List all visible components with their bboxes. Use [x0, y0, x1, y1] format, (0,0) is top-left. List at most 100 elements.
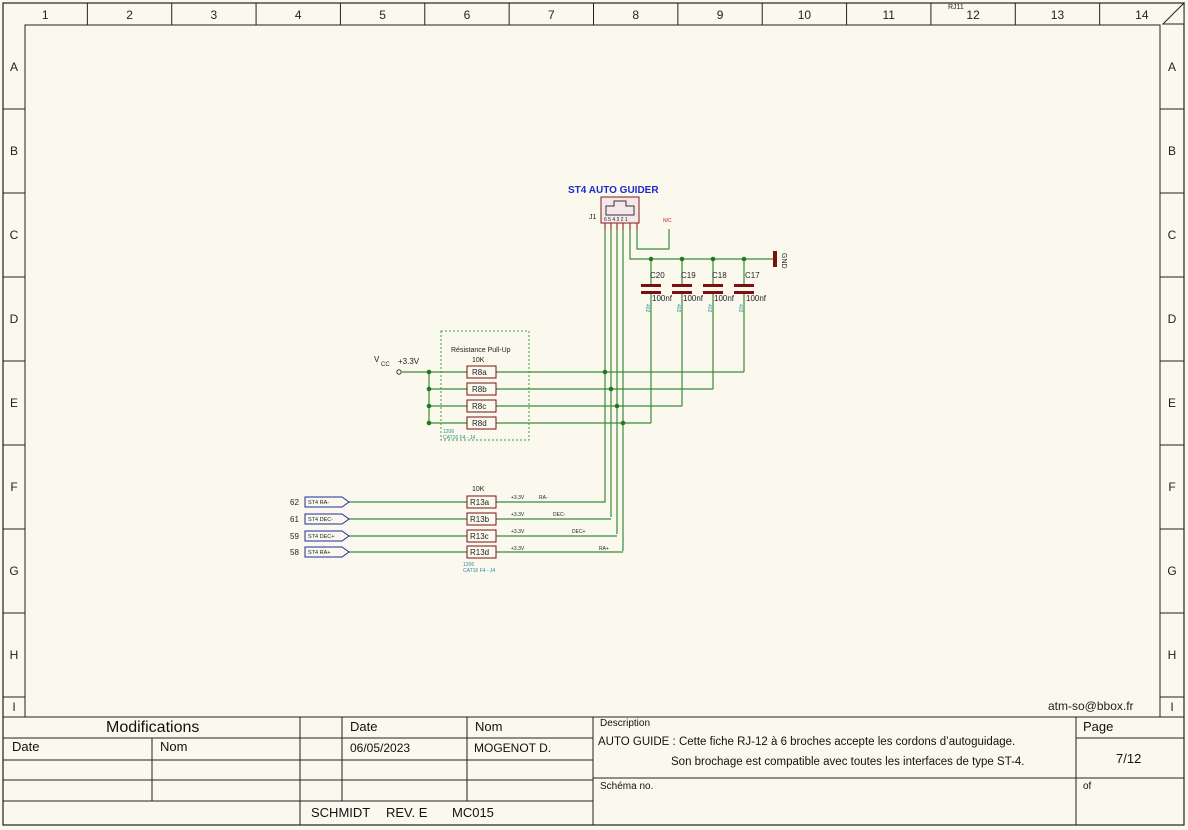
project-code: MC015 [452, 805, 494, 820]
schematic-title: ST4 AUTO GUIDER [568, 185, 659, 196]
resistor-ref: R13d [470, 548, 489, 557]
net-label: RA- [539, 495, 548, 501]
port-st4-dec-plus: 59 ST4 DEC+ [290, 530, 350, 542]
cap-ref: C19 [681, 271, 696, 280]
net-labels: +3.3V RA- +3.3V DEC- +3.3V DEC+ +3.3V RA… [511, 495, 609, 552]
port-number: 62 [290, 498, 299, 507]
row-label: E [1168, 396, 1176, 410]
cap-value: 100nf [746, 294, 767, 303]
rail-voltage-label: +3.3V [511, 495, 525, 501]
resistor-ref: R8d [472, 419, 487, 428]
capacitor-plate [703, 284, 723, 287]
vcc-terminal-icon [396, 369, 402, 375]
column-label: 11 [883, 8, 896, 22]
resistor-body [466, 382, 497, 396]
resistor-body [466, 512, 497, 526]
junction-dot [426, 420, 432, 426]
connector-ref: J1 [589, 214, 597, 221]
column-label: 3 [211, 8, 218, 22]
wires [349, 223, 776, 553]
capacitor-c20: C20 100nf 402 [641, 271, 673, 313]
row-label: H [10, 648, 19, 662]
column-label: 10 [798, 8, 812, 22]
junction-dot [426, 369, 432, 375]
port-flag [304, 496, 350, 508]
resistor-r13b: R13b [466, 512, 497, 526]
vcc-value: +3.3V [398, 357, 420, 366]
junction-dot [426, 403, 432, 409]
capacitor-plate [672, 291, 692, 294]
series-package-ref: CAT16 F4 - J4 [463, 568, 495, 574]
date-header: Date [350, 719, 378, 734]
nom-header: Nom [475, 719, 503, 734]
port-st4-ra-minus: 62 ST4 RA- [290, 496, 350, 508]
capacitor-c19: C19 100nf 402 [672, 271, 704, 313]
column-label: 7 [548, 8, 555, 22]
row-label: B [10, 144, 18, 158]
wire-ra-minus-out [496, 500, 606, 503]
corner-notch [1161, 1, 1185, 25]
cap-package: 402 [706, 304, 712, 313]
column-label: 8 [632, 8, 639, 22]
capacitor-plate [672, 284, 692, 287]
column-label: 9 [717, 8, 724, 22]
junction-dot [426, 386, 432, 392]
rj12-jack-icon [605, 200, 635, 216]
vcc-label: V [374, 355, 380, 364]
junctions [426, 256, 747, 426]
junction-dot [679, 256, 685, 262]
pullup-title: Résistance Pull-Up [451, 347, 511, 354]
port-number: 59 [290, 532, 299, 541]
rail-voltage-label: +3.3V [511, 529, 525, 535]
port-st4-ra-plus: 58 ST4 RA+ [290, 546, 350, 558]
description-header: Description [600, 718, 651, 729]
net-label: DEC- [553, 512, 566, 518]
port-number: 61 [290, 515, 299, 524]
nom-column-header: Nom [160, 739, 188, 754]
junction-dot [620, 420, 626, 426]
junction-dot [648, 256, 654, 262]
corner-ref-label: RJ11 [948, 4, 964, 11]
inner-frame [24, 24, 1161, 718]
row-label: G [1167, 564, 1176, 578]
column-label: 14 [1135, 8, 1149, 22]
pullup-group-box [440, 330, 530, 441]
cap-ref: C17 [745, 271, 760, 280]
resistor-r13c: R13c [466, 529, 497, 543]
capacitor-c17: C17 100nf 402 [734, 271, 767, 313]
resistor-ref: R13a [470, 498, 490, 507]
schema-number-label: Schéma no. [600, 781, 654, 792]
port-name: ST4 DEC+ [308, 534, 334, 540]
page-header: Page [1083, 719, 1114, 734]
pullup-package-ref: CAT16 F4 - J4 [443, 435, 475, 441]
column-label: 5 [379, 8, 386, 22]
junction-dot [741, 256, 747, 262]
connector-pin-numbers: 6 5 4 3 2 1 [604, 217, 628, 223]
column-label: 13 [1051, 8, 1065, 22]
vcc-subscript: CC [381, 362, 390, 368]
junction-dot [614, 403, 620, 409]
net-label: DEC+ [572, 529, 586, 535]
vcc-supply: V CC +3.3V [374, 355, 420, 375]
gnd-symbol: GND [773, 251, 787, 269]
pullup-package: 1206 [443, 429, 454, 435]
port-flag [304, 513, 350, 525]
resistor-body [466, 545, 497, 559]
cap-package: 402 [644, 304, 650, 313]
cap-value: 100nf [652, 294, 673, 303]
capacitor-plate [641, 291, 661, 294]
capacitor-plate [734, 291, 754, 294]
junction-dot [602, 369, 608, 375]
revision: REV. E [386, 805, 428, 820]
row-label: G [9, 564, 18, 578]
row-label: D [1168, 312, 1177, 326]
resistor-r8c: R8c [466, 399, 497, 413]
resistor-r13a: R13a [466, 495, 497, 509]
nc-label: N/C [663, 218, 672, 224]
date-column-header: Date [12, 739, 40, 754]
row-label: C [1168, 228, 1177, 242]
resistor-body [466, 495, 497, 509]
cap-package: 402 [675, 304, 681, 313]
row-label: D [10, 312, 19, 326]
